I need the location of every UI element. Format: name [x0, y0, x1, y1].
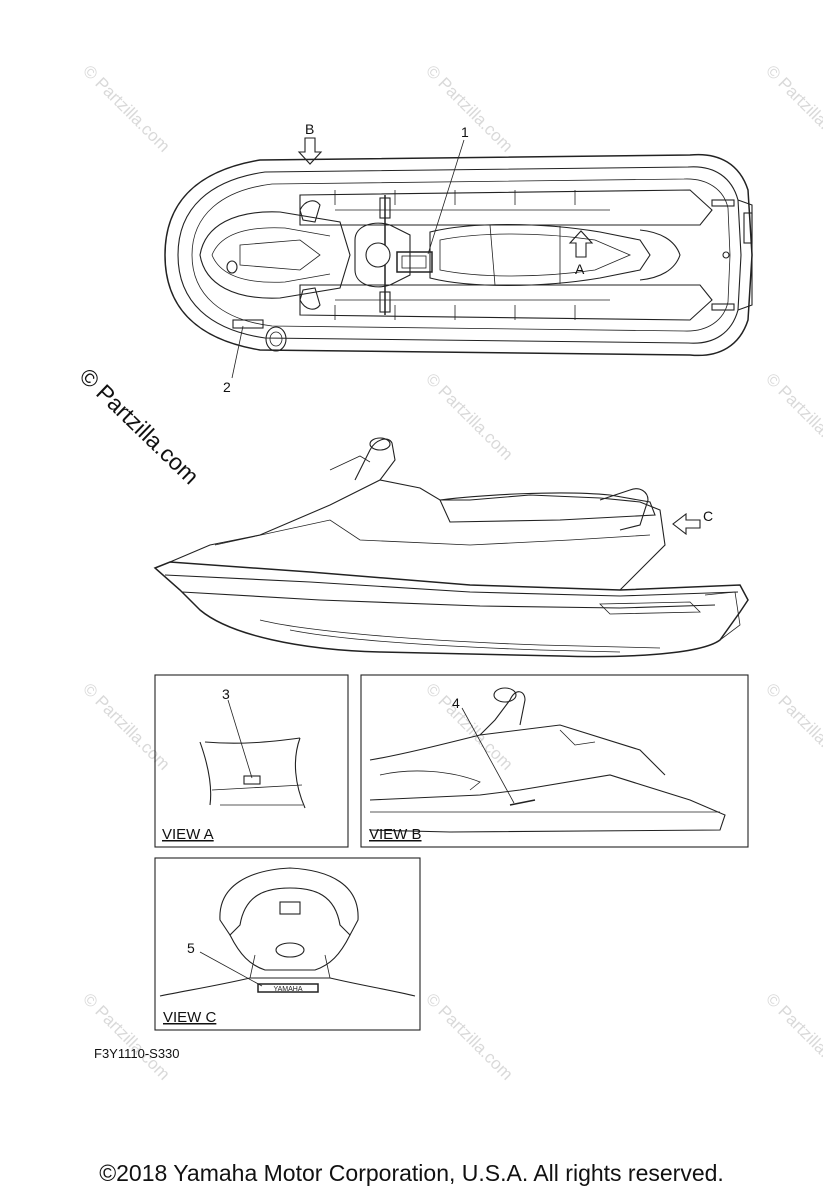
callout-2: 2: [223, 379, 231, 395]
watermark-text: © Partzilla.com: [79, 679, 173, 773]
watermark-text: © Partzilla.com: [422, 61, 516, 155]
callout-3: 3: [222, 686, 230, 702]
watermark-text: © Partzilla.com: [79, 61, 173, 155]
part-code: F3Y1110-S330: [94, 1046, 180, 1061]
view-a-panel: [154, 674, 349, 848]
callout-c: C: [703, 508, 713, 524]
watermark-text: © Partzilla.com: [79, 989, 173, 1083]
copyright-notice: ©2018 Yamaha Motor Corporation, U.S.A. A…: [99, 1160, 724, 1186]
callout-5: 5: [187, 940, 195, 956]
watermark-main: © Partzilla.com: [75, 363, 205, 489]
arrow-down-icon: [297, 137, 323, 165]
watermark-text: © Partzilla.com: [422, 369, 516, 463]
view-b-panel: [360, 674, 749, 848]
arrow-left-icon: [672, 512, 701, 536]
watermark-text: © Partzilla.com: [762, 61, 823, 155]
side-view: [153, 437, 749, 658]
view-c-panel: YAMAHA: [154, 857, 421, 1031]
callout-4: 4: [452, 695, 460, 711]
watermark-text: © Partzilla.com: [762, 989, 823, 1083]
watermark-text: © Partzilla.com: [422, 989, 516, 1083]
callout-b: B: [305, 121, 314, 137]
view-b-label: VIEW B: [369, 826, 422, 843]
callout-a: A: [575, 261, 585, 277]
watermark-text: © Partzilla.com: [762, 679, 823, 773]
view-a-label: VIEW A: [162, 826, 214, 843]
watermark-layer: © Partzilla.com © Partzilla.com © Partzi…: [79, 61, 823, 1083]
watermark-text: © Partzilla.com: [422, 679, 516, 773]
arrow-up-icon: [568, 230, 594, 258]
watermark-text: © Partzilla.com: [762, 369, 823, 463]
top-view: [164, 137, 753, 379]
callout-1: 1: [461, 124, 469, 140]
view-c-label: VIEW C: [163, 1009, 217, 1026]
decal-text: YAMAHA: [273, 986, 302, 993]
